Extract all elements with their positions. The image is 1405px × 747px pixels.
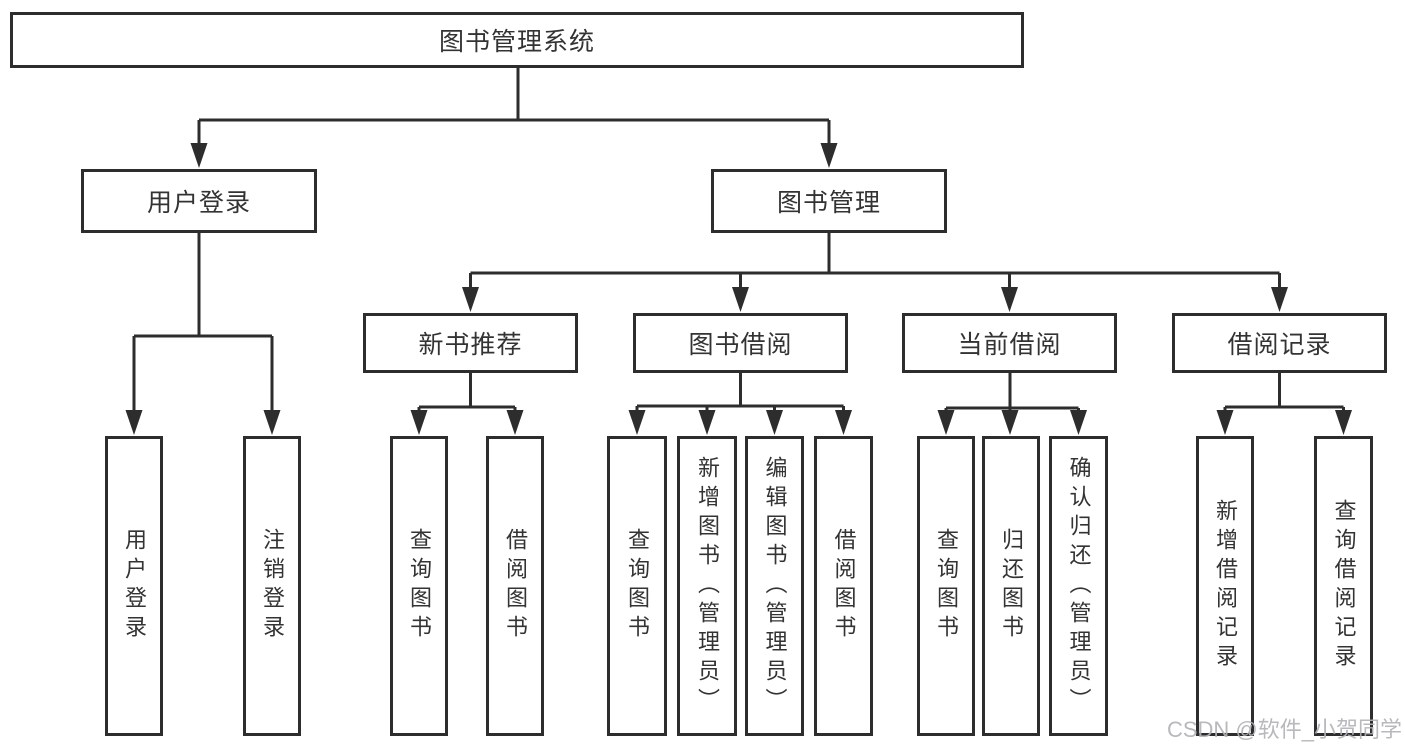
node-book-management-label: 图书管理 [776, 189, 881, 217]
leaf-br-add-record: 新增借阅记录 [1196, 436, 1254, 736]
leaf-br-query-record: 查询借阅记录 [1314, 436, 1373, 736]
leaf-cb-confirm-return-admin-label: 确认归还（管理员） [1066, 455, 1092, 717]
leaf-cb-return-books-label: 归还图书 [999, 528, 1024, 644]
leaf-bb-edit-book-admin: 编辑图书（管理员） [745, 436, 804, 736]
leaf-cb-query-books: 查询图书 [917, 436, 975, 736]
connector-current-borrowing-branch [937, 373, 1087, 435]
leaf-bb-borrow-books: 借阅图书 [814, 436, 873, 736]
node-library-system: 图书管理系统 [10, 12, 1024, 68]
node-book-borrowing-label: 图书借阅 [688, 331, 793, 359]
leaf-bb-query-books-label: 查询图书 [625, 528, 650, 644]
leaf-bb-edit-book-admin-label: 编辑图书（管理员） [762, 455, 788, 717]
connector-book-borrowing-branch [628, 373, 852, 435]
connector-user-login-branch [125, 233, 281, 435]
leaf-bb-borrow-books-label: 借阅图书 [831, 528, 857, 644]
node-user-login: 用户登录 [81, 169, 317, 233]
leaf-logout: 注销登录 [243, 436, 301, 736]
node-new-book-recommend: 新书推荐 [363, 313, 578, 373]
node-book-borrowing: 图书借阅 [633, 313, 848, 373]
node-new-book-recommend-label: 新书推荐 [418, 331, 523, 359]
connector-borrowing-records-branch [1216, 373, 1352, 435]
leaf-bb-query-books: 查询图书 [607, 436, 667, 736]
leaf-br-add-record-label: 新增借阅记录 [1213, 499, 1238, 673]
connector-root-to-level2 [190, 68, 838, 168]
node-current-borrowing: 当前借阅 [902, 313, 1117, 373]
leaf-nbr-borrow-books-label: 借阅图书 [503, 528, 528, 644]
leaf-br-query-record-label: 查询借阅记录 [1331, 499, 1357, 673]
node-library-system-label: 图书管理系统 [438, 28, 595, 56]
node-user-login-label: 用户登录 [146, 189, 251, 217]
leaf-user-login: 用户登录 [105, 436, 163, 736]
connector-new-book-recommend-branch [410, 373, 524, 435]
leaf-logout-label: 注销登录 [260, 528, 285, 644]
leaf-bb-add-book-admin: 新增图书（管理员） [677, 436, 737, 736]
leaf-cb-confirm-return-admin: 确认归还（管理员） [1049, 436, 1108, 736]
leaf-user-login-label: 用户登录 [122, 528, 147, 644]
node-current-borrowing-label: 当前借阅 [957, 331, 1062, 359]
leaf-cb-query-books-label: 查询图书 [934, 528, 959, 644]
leaf-nbr-borrow-books: 借阅图书 [486, 436, 544, 736]
leaf-nbr-query-books: 查询图书 [390, 436, 448, 736]
node-borrowing-records-label: 借阅记录 [1227, 331, 1332, 359]
leaf-bb-add-book-admin-label: 新增图书（管理员） [695, 455, 720, 717]
csdn-watermark: CSDN @软件_小贺同学 [1166, 717, 1402, 742]
connector-book-management-branch [462, 233, 1288, 312]
node-book-management: 图书管理 [711, 169, 947, 233]
leaf-nbr-query-books-label: 查询图书 [407, 528, 432, 644]
leaf-cb-return-books: 归还图书 [982, 436, 1040, 736]
node-borrowing-records: 借阅记录 [1172, 313, 1387, 373]
